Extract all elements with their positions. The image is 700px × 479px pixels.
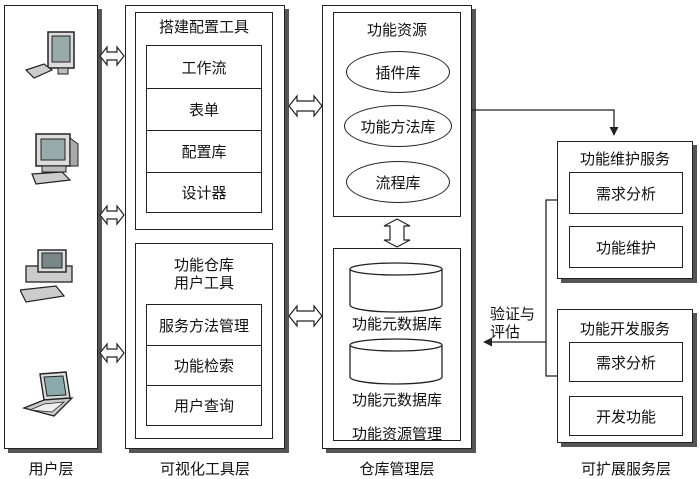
verify-label-1: 验证与 bbox=[490, 305, 536, 323]
repo-item-service-methods: 服务方法管理 bbox=[158, 316, 249, 335]
repo-layer-label: 仓库管理层 bbox=[359, 460, 435, 478]
arrow-verify bbox=[545, 199, 557, 377]
repo-user-tool-list: 服务方法管理 功能检索 用户查询 bbox=[146, 304, 262, 426]
development-function: 开发功能 bbox=[569, 396, 683, 436]
maintenance-requirements: 需求分析 bbox=[569, 172, 683, 214]
computer-icon bbox=[20, 249, 73, 303]
function-resources-title: 功能资源 bbox=[366, 21, 427, 39]
config-tool-box: 搭建配置工具 工作流 表单 配置库 设计器 bbox=[135, 12, 273, 230]
resource-management-box: 功能元数据库 功能元数据库 bbox=[333, 248, 461, 441]
process-library: 流程库 bbox=[346, 161, 450, 203]
config-tool-list: 工作流 表单 配置库 设计器 bbox=[146, 45, 262, 213]
metadata-db-label-2: 功能元数据库 bbox=[351, 391, 442, 409]
laptop-icon bbox=[21, 371, 74, 417]
development-requirements: 需求分析 bbox=[569, 342, 683, 382]
database-icon bbox=[349, 262, 443, 313]
double-arrow bbox=[99, 45, 125, 364]
computer-icon bbox=[24, 31, 75, 79]
verify-label-2: 评估 bbox=[490, 323, 521, 341]
config-item-form: 表单 bbox=[147, 88, 261, 130]
repo-item-search: 功能检索 bbox=[147, 345, 261, 385]
config-item-designer: 设计器 bbox=[147, 172, 261, 212]
development-service-title: 功能开发服务 bbox=[579, 320, 670, 338]
maintenance-service-title: 功能维护服务 bbox=[579, 150, 670, 168]
plugin-library: 插件库 bbox=[346, 51, 450, 93]
config-item-library: 配置库 bbox=[147, 130, 261, 172]
repo-item-user-query: 用户查询 bbox=[147, 385, 261, 425]
visual-layer-label: 可视化工具层 bbox=[159, 460, 250, 478]
arrow-to-maintenance bbox=[472, 109, 619, 136]
user-layer-label: 用户层 bbox=[28, 460, 74, 478]
development-service-box: 功能开发服务 需求分析 开发功能 bbox=[557, 309, 693, 443]
method-library: 功能方法库 bbox=[344, 105, 452, 147]
resource-management-caption: 功能资源管理 bbox=[351, 425, 442, 443]
maintenance-function: 功能维护 bbox=[569, 226, 683, 268]
config-item-workflow: 工作流 bbox=[181, 58, 227, 77]
database-icon bbox=[349, 338, 443, 385]
metadata-db-label-1: 功能元数据库 bbox=[351, 315, 442, 333]
service-layer-label: 可扩展服务层 bbox=[580, 460, 671, 478]
maintenance-service-box: 功能维护服务 需求分析 功能维护 bbox=[557, 141, 693, 279]
repo-user-tool-title-2: 用户工具 bbox=[173, 274, 234, 292]
computer-icon bbox=[31, 133, 79, 185]
function-resources-box: 功能资源 插件库 功能方法库 流程库 bbox=[333, 12, 461, 217]
config-tool-title: 搭建配置工具 bbox=[158, 18, 249, 36]
double-arrow bbox=[288, 94, 323, 328]
repo-user-tool-box: 功能仓库 用户工具 服务方法管理 功能检索 用户查询 bbox=[135, 243, 273, 439]
repo-user-tool-title-1: 功能仓库 bbox=[173, 256, 234, 274]
